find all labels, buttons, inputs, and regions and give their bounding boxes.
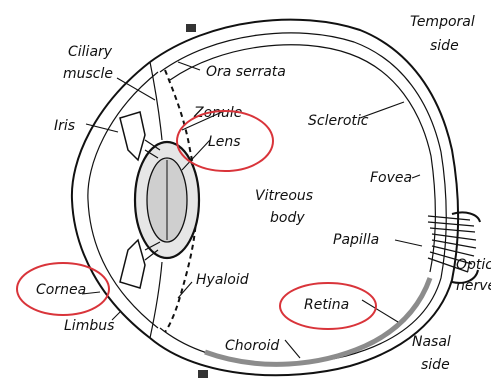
label-cornea: Cornea bbox=[36, 282, 86, 298]
label-hyaloid: Hyaloid bbox=[196, 272, 249, 288]
label-limbus: Limbus bbox=[64, 318, 114, 334]
iris-lower bbox=[120, 240, 145, 288]
bottom-marker bbox=[198, 370, 208, 378]
leader-lines bbox=[82, 62, 422, 358]
label-sclerotic: Sclerotic bbox=[308, 113, 369, 129]
label-zonule: Zonule bbox=[193, 105, 242, 121]
label-ora-serrata: Ora serrata bbox=[206, 64, 286, 80]
label-ciliary-muscle-2: muscle bbox=[63, 66, 113, 82]
label-papilla: Papilla bbox=[333, 232, 379, 248]
label-nasal-side-2: side bbox=[421, 357, 450, 373]
label-fovea: Fovea bbox=[370, 170, 412, 186]
label-optic-nerve-1: Optic bbox=[456, 257, 491, 273]
iris-upper bbox=[120, 112, 145, 160]
label-temporal-side-1: Temporal bbox=[410, 14, 475, 30]
label-choroid: Choroid bbox=[225, 338, 279, 354]
label-vitreous-body-2: body bbox=[270, 210, 305, 226]
label-nasal-side-1: Nasal bbox=[412, 334, 451, 350]
label-lens: Lens bbox=[208, 134, 241, 150]
label-retina: Retina bbox=[304, 297, 349, 313]
label-optic-nerve-2: nerve bbox=[456, 278, 491, 294]
label-iris: Iris bbox=[54, 118, 75, 134]
label-vitreous-body-1: Vitreous bbox=[255, 188, 313, 204]
top-marker bbox=[186, 24, 196, 32]
label-ciliary-muscle-1: Ciliary bbox=[68, 44, 113, 60]
label-temporal-side-2: side bbox=[430, 38, 459, 54]
